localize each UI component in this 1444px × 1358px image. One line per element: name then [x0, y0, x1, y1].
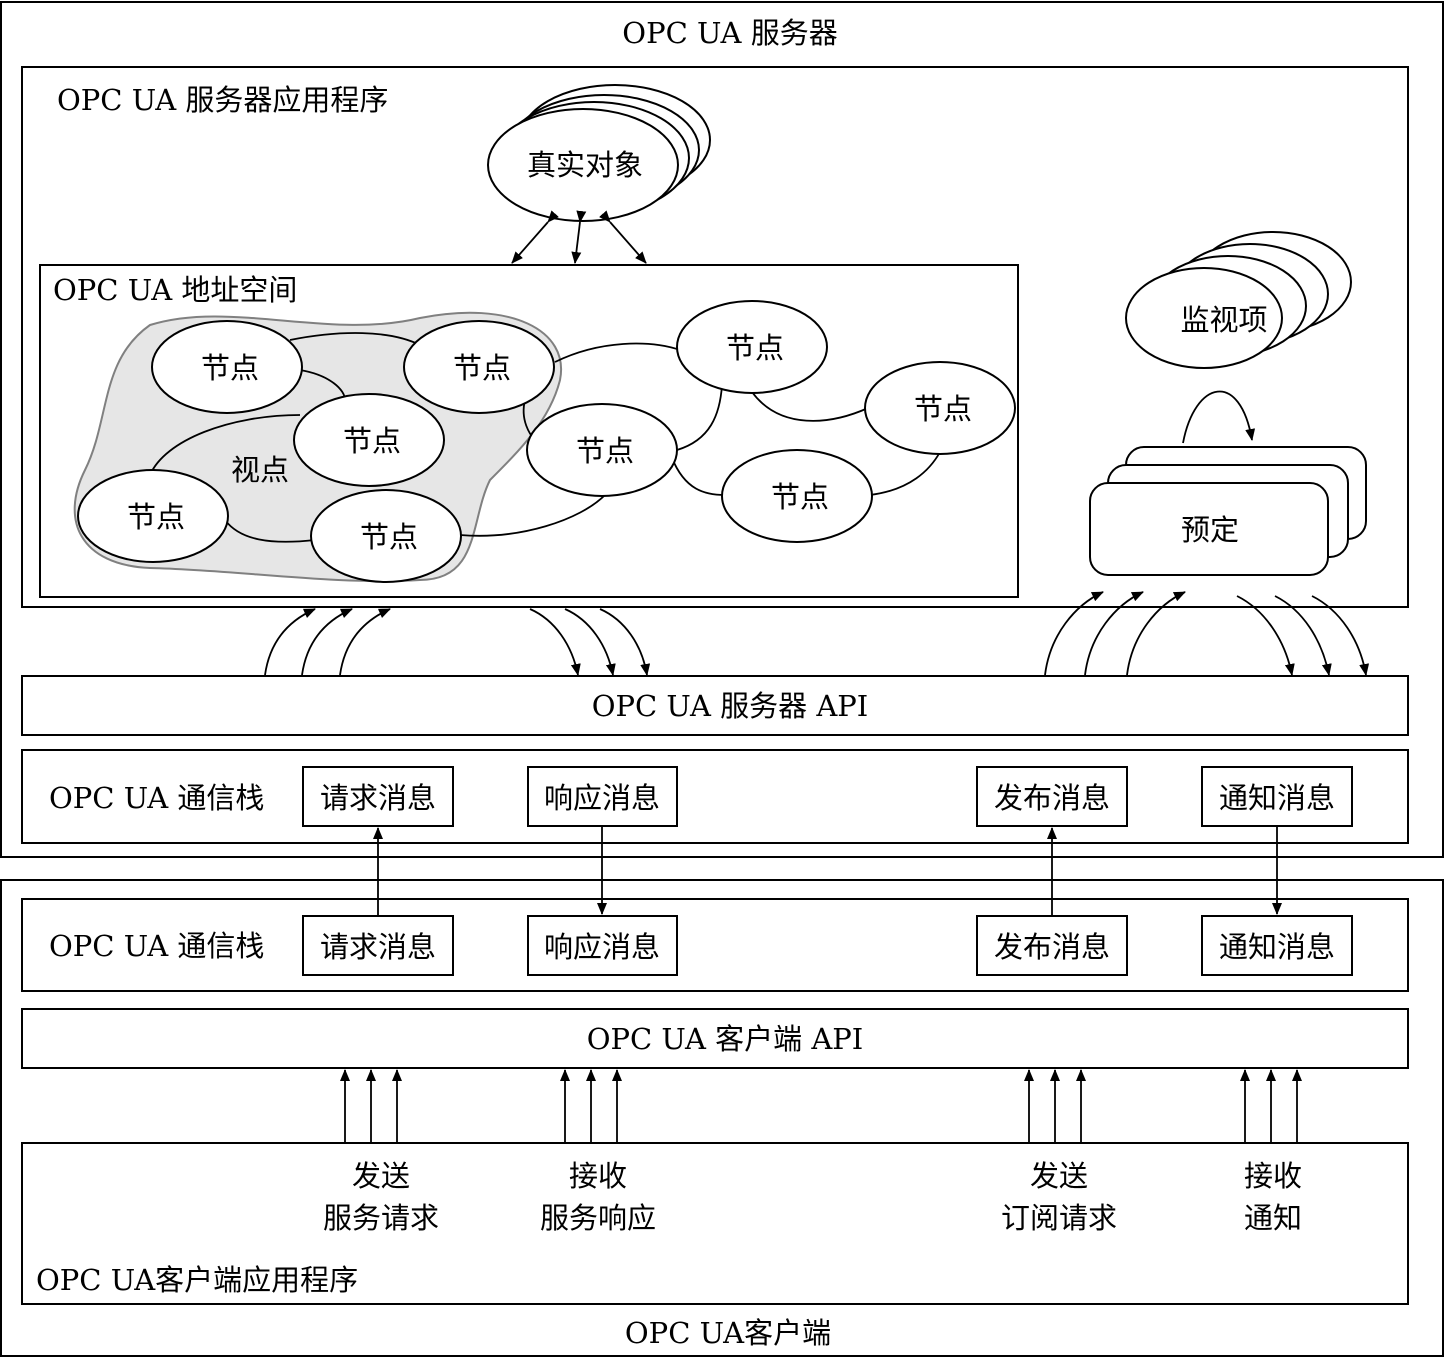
monitor-loop-arrow [1182, 390, 1256, 444]
action-receive-notification-line2: 通知 [1244, 1201, 1302, 1235]
server-title: OPC UA 服务器 [622, 16, 837, 50]
monitored-item-label: 监视项 [1180, 303, 1267, 337]
node: 节点 [864, 361, 1016, 455]
action-send-request-line2: 服务请求 [323, 1201, 439, 1235]
server-publish-message: 发布消息 [994, 781, 1110, 815]
svg-text:节点: 节点 [914, 392, 972, 426]
client-api-label: OPC UA 客户端 API [587, 1022, 864, 1056]
server-api-box: OPC UA 服务器 API [21, 675, 1409, 736]
action-receive-notification-line1: 接收 [1244, 1159, 1302, 1193]
svg-text:节点: 节点 [360, 520, 418, 554]
svg-text:节点: 节点 [343, 424, 401, 458]
client-comm-stack: OPC UA 通信栈 请求消息 响应消息 发布消息 通知消息 [21, 898, 1409, 992]
action-receive-response-line2: 服务响应 [540, 1201, 656, 1235]
action-send-subscription-line1: 发送 [1030, 1159, 1088, 1193]
real-objects: 真实对象 [487, 84, 711, 222]
subscription-label: 预定 [1181, 513, 1239, 547]
svg-text:节点: 节点 [576, 434, 634, 468]
client-app-arrows [340, 1069, 1302, 1143]
address-space-title: OPC UA 地址空间 [53, 273, 297, 307]
node-links [149, 332, 941, 543]
client-publish-message: 发布消息 [994, 930, 1110, 964]
subscriptions: 预定 [1089, 446, 1367, 576]
node: 节点 [310, 489, 462, 583]
server-notification-message: 通知消息 [1219, 781, 1335, 815]
action-send-subscription-line2: 订阅请求 [1001, 1201, 1117, 1235]
client-notification-message: 通知消息 [1219, 930, 1335, 964]
client-api-box: OPC UA 客户端 API [21, 1008, 1409, 1069]
node: 节点 [293, 393, 445, 487]
svg-text:节点: 节点 [771, 480, 829, 514]
client-response-message: 响应消息 [544, 930, 660, 964]
nodes: 节点 节点 节点 节点 节点 节点 节点 节点 节点 [77, 300, 1016, 583]
monitored-items: 监视项 [1125, 231, 1352, 369]
svg-text:节点: 节点 [201, 351, 259, 385]
client-title: OPC UA客户端 [625, 1316, 831, 1350]
server-app-title: OPC UA 服务器应用程序 [57, 83, 388, 117]
server-api-label: OPC UA 服务器 API [592, 689, 869, 723]
svg-text:节点: 节点 [726, 331, 784, 365]
real-object-label: 真实对象 [527, 148, 643, 182]
client-application-box: 发送 服务请求 接收 服务响应 发送 订阅请求 接收 通知 OPC UA客户端应… [21, 1142, 1409, 1305]
node: 节点 [151, 320, 303, 414]
node: 节点 [77, 469, 229, 563]
stack-message-arrows [373, 826, 1282, 916]
view-label: 视点 [231, 453, 289, 487]
server-response-message: 响应消息 [544, 781, 660, 815]
action-receive-response-line1: 接收 [569, 1159, 627, 1193]
client-app-title: OPC UA客户端应用程序 [36, 1263, 358, 1297]
api-app-arrows [264, 591, 1370, 676]
client-request-message: 请求消息 [320, 930, 436, 964]
server-comm-stack: OPC UA 通信栈 请求消息 响应消息 发布消息 通知消息 [21, 749, 1409, 844]
server-request-message: 请求消息 [320, 781, 436, 815]
client-stack-label: OPC UA 通信栈 [49, 929, 264, 963]
node: 节点 [526, 403, 678, 497]
svg-text:节点: 节点 [453, 351, 511, 385]
node: 节点 [676, 300, 828, 394]
node: 节点 [721, 449, 873, 543]
node: 节点 [403, 320, 555, 414]
action-send-request-line1: 发送 [352, 1159, 410, 1193]
svg-text:节点: 节点 [127, 500, 185, 534]
real-object-links [511, 210, 647, 264]
server-stack-label: OPC UA 通信栈 [49, 781, 264, 815]
